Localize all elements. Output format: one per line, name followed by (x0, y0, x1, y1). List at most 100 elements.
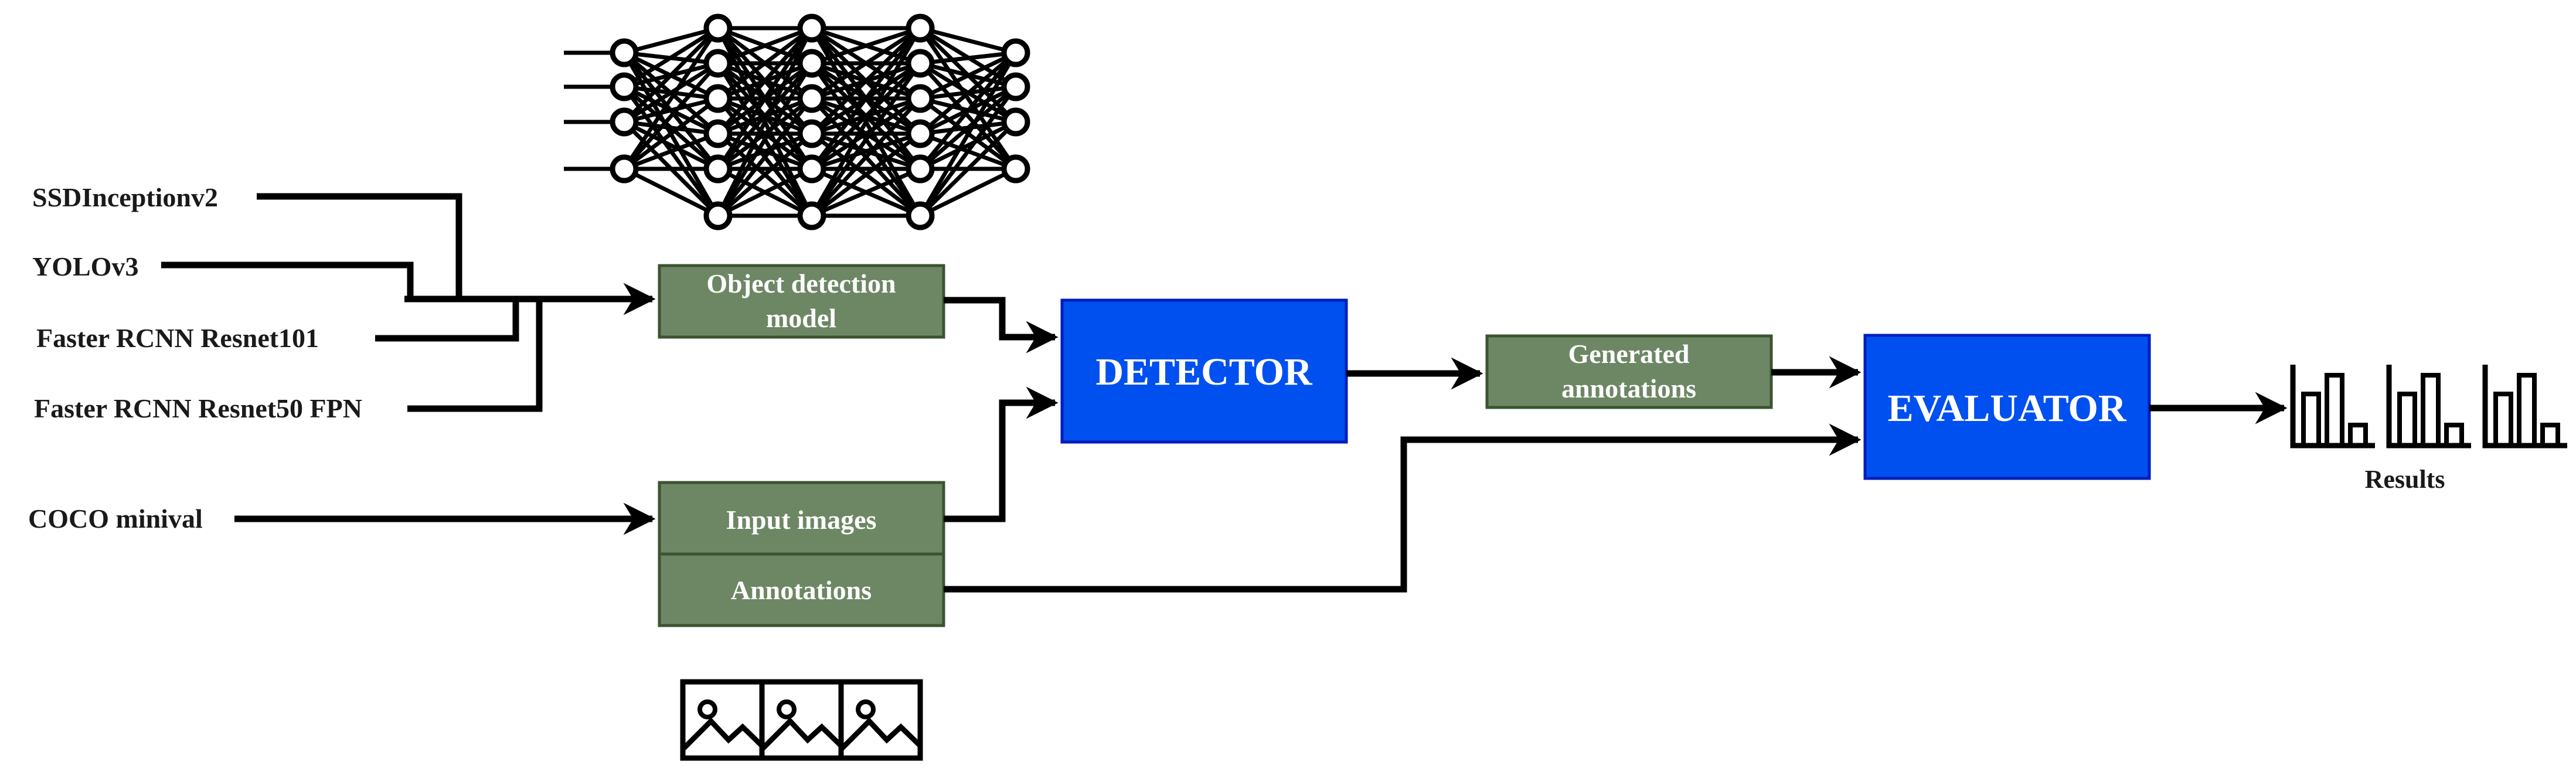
bar-chart-icon-bar (2348, 423, 2368, 448)
bar-chart-icon (2386, 365, 2471, 449)
nn-edge (810, 97, 922, 218)
bar-chart-icon-bar (2517, 373, 2537, 448)
nn-node (797, 154, 826, 184)
nn-node (610, 72, 639, 101)
nn-edge (716, 26, 814, 100)
nn-edge (918, 27, 1018, 170)
nn-node (1001, 107, 1030, 137)
bar-chart-icon-bar (2421, 373, 2441, 448)
nn-edge (920, 50, 1016, 66)
nn-node (703, 49, 733, 78)
nn-node (610, 107, 639, 137)
nn-edge (918, 120, 1018, 218)
nn-edge (624, 26, 719, 55)
nn-edge (811, 131, 921, 171)
nn-edge (622, 62, 720, 171)
nn-edge (717, 26, 813, 66)
nn-edge (810, 132, 922, 218)
nn-edge (716, 97, 814, 218)
nn-node (610, 38, 639, 67)
nn-node (1001, 154, 1030, 184)
nn-edge (716, 62, 814, 217)
arrow-images-to-detector (944, 386, 1059, 522)
generated-annotations-line2: annotations (1561, 373, 1696, 403)
model-label-faster-rcnn-resnet101: Faster RCNN Resnet101 (36, 323, 319, 353)
nn-edge (810, 26, 922, 135)
nn-edge (811, 167, 921, 218)
nn-edge (918, 62, 1018, 171)
bar-chart-icon-bar (2540, 423, 2560, 448)
model-connectors (161, 193, 656, 412)
nn-node (906, 84, 935, 113)
nn-edge (623, 120, 719, 171)
arrow-model-to-detector (944, 297, 1059, 354)
nn-node (906, 154, 935, 184)
image-thumbnail-icon (759, 679, 844, 761)
nn-node (703, 13, 733, 43)
neural-network-icon (564, 13, 1030, 230)
connector-faster-rcnn-resnet101 (375, 299, 519, 342)
results-icons (2290, 365, 2567, 449)
nn-node (906, 49, 935, 78)
model-label-yolov3: YOLOv3 (32, 252, 138, 281)
nn-edge (716, 132, 814, 218)
nn-node (906, 13, 935, 43)
nn-node (797, 13, 826, 43)
nn-edge (918, 51, 1018, 135)
nn-edge (810, 62, 922, 218)
nn-edge (810, 26, 922, 171)
bar-chart-icon-bar (2493, 392, 2513, 448)
nn-edge (919, 50, 1017, 101)
bar-chart-icon-bar (2325, 373, 2344, 448)
image-thumbnails (680, 679, 923, 761)
nn-edge (809, 27, 923, 217)
nn-edge (623, 131, 719, 171)
evaluator-box: EVALUATOR (1863, 334, 2151, 480)
nn-edge (811, 97, 921, 171)
nn-edge (717, 131, 813, 171)
nn-node (1001, 72, 1030, 101)
annotations-box (658, 552, 945, 627)
nn-edge (918, 51, 1018, 171)
nn-edge (622, 97, 720, 171)
nn-node (906, 201, 935, 230)
nn-edge (918, 85, 1018, 218)
nn-edge (810, 62, 922, 171)
connector-yolov3 (161, 261, 414, 299)
annotations-label: Annotations (731, 575, 872, 605)
nn-edge (622, 27, 720, 170)
input-images-label: Input images (726, 505, 877, 535)
nn-edge (623, 62, 719, 124)
image-thumbnail-icon (838, 679, 923, 761)
nn-node (703, 154, 733, 184)
nn-edge (622, 26, 720, 124)
nn-node (797, 49, 826, 78)
bar-chart-icon (2290, 365, 2375, 449)
detector-label: DETECTOR (1095, 351, 1313, 393)
nn-edge (623, 167, 719, 218)
connector-ssdinceptionv2 (257, 193, 462, 299)
nn-node (703, 84, 733, 113)
nn-node (906, 119, 935, 148)
nn-node (703, 119, 733, 148)
nn-node (703, 201, 733, 230)
detector-box: DETECTOR (1060, 298, 1348, 444)
object-detection-model-line2: model (766, 303, 836, 333)
nn-node (797, 119, 826, 148)
nn-edge (918, 85, 1018, 171)
results-label: Results (2365, 465, 2445, 494)
bar-chart-icon (2482, 365, 2567, 449)
nn-edge (716, 62, 814, 171)
object-detection-model-box: Object detection model (658, 264, 945, 339)
nn-edge (918, 52, 1018, 217)
bar-chart-icon-bar (2397, 392, 2417, 448)
nn-node (797, 84, 826, 113)
nn-edge (716, 97, 814, 171)
nn-node (797, 201, 826, 230)
nn-edge (624, 96, 719, 124)
connector-faster-rcnn-resnet50-fpn (407, 299, 543, 412)
model-label-ssdinceptionv2: SSDInceptionv2 (32, 182, 218, 212)
bar-chart-icon-bar (2444, 423, 2464, 448)
nn-node (610, 154, 639, 184)
